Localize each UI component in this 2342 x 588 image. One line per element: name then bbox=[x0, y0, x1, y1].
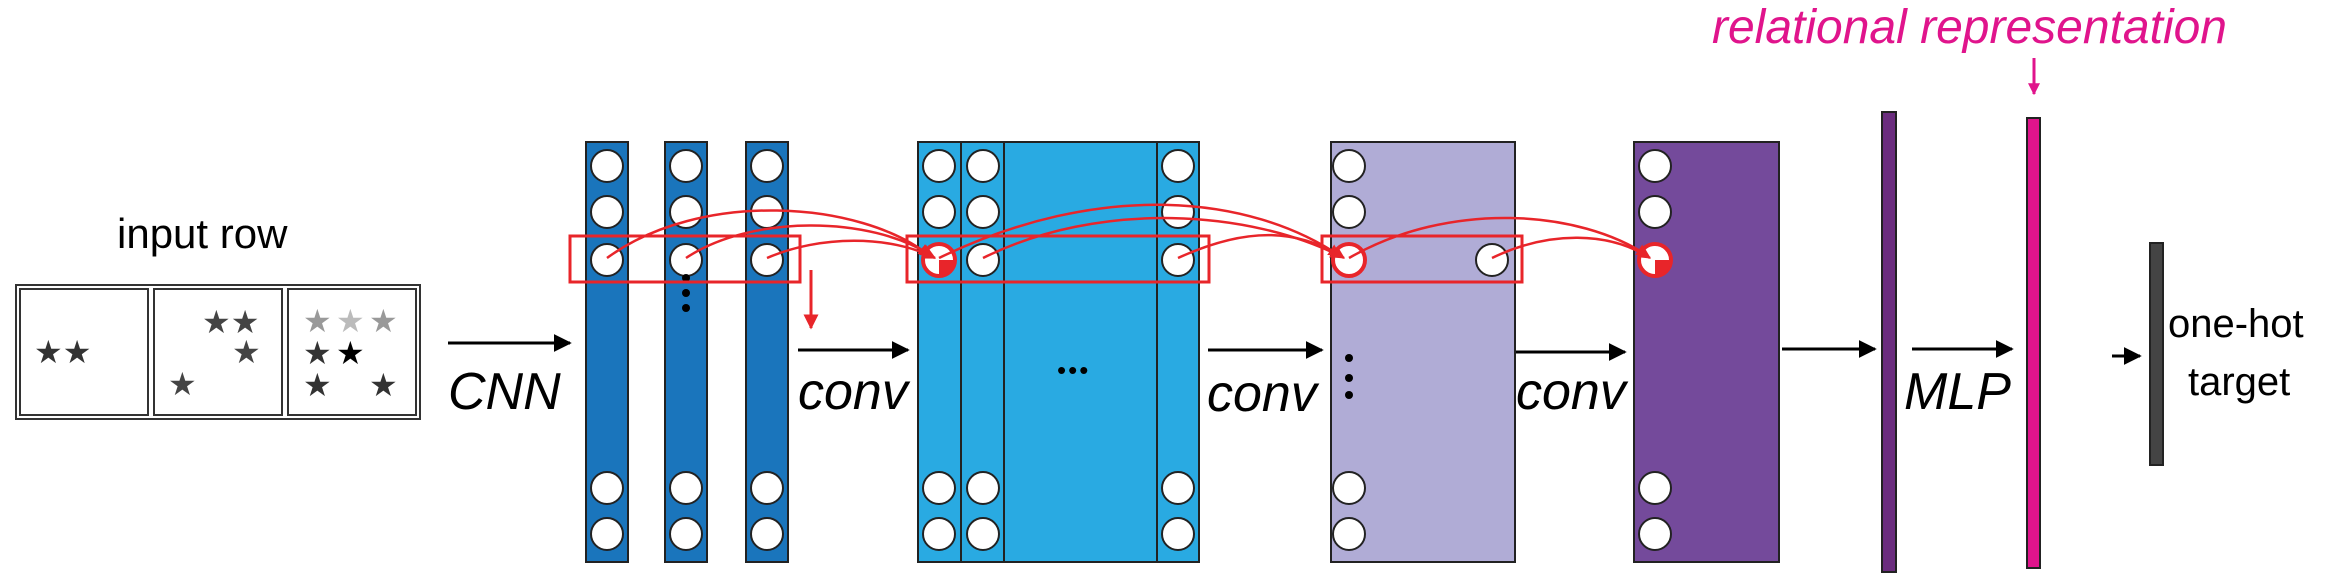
conv2-units bbox=[1332, 149, 1509, 551]
svg-text:★★: ★★ bbox=[34, 333, 91, 371]
conv1-ellipsis: ••• bbox=[1057, 355, 1091, 385]
mlp-label: MLP bbox=[1904, 363, 2011, 421]
conv3-highlighted-unit bbox=[1637, 242, 1673, 278]
svg-text:★: ★ bbox=[336, 334, 365, 372]
svg-text:★: ★ bbox=[232, 333, 261, 371]
conv2-highlighted-unit bbox=[1331, 242, 1367, 278]
one-hot-label: one-hot bbox=[2168, 302, 2304, 346]
conv2-dots bbox=[1345, 354, 1353, 399]
relational-representation-label: relational representation bbox=[1712, 1, 2227, 54]
svg-text:★: ★ bbox=[336, 302, 365, 340]
cnn-column-dots bbox=[682, 274, 690, 312]
conv1-units bbox=[922, 149, 1195, 551]
input-row-label: input row bbox=[117, 210, 288, 257]
svg-text:★: ★ bbox=[303, 366, 332, 404]
input-row-panels bbox=[15, 284, 421, 420]
relational-representation-layer bbox=[2026, 117, 2041, 569]
conv-label-3: conv bbox=[1516, 363, 1626, 421]
svg-text:★: ★ bbox=[303, 302, 332, 340]
svg-text:★: ★ bbox=[369, 366, 398, 404]
cnn-units bbox=[590, 149, 784, 551]
svg-text:★: ★ bbox=[168, 365, 197, 403]
svg-text:★★: ★★ bbox=[202, 303, 259, 341]
conv1-block bbox=[917, 141, 1200, 563]
target-layer bbox=[2149, 242, 2164, 466]
input-stars: ★★ ★★ ★ ★ ★ ★ ★ ★ ★ ★ ★ bbox=[34, 302, 398, 404]
receptive-field-boxes bbox=[568, 234, 1524, 284]
conv-label-1: conv bbox=[798, 363, 908, 421]
svg-text:★: ★ bbox=[303, 334, 332, 372]
receptive-field-connections bbox=[606, 203, 1652, 260]
svg-text:★: ★ bbox=[369, 302, 398, 340]
conv3-units bbox=[1638, 149, 1672, 551]
cnn-label: CNN bbox=[448, 363, 561, 421]
conv1-highlighted-unit bbox=[921, 242, 957, 278]
mlp-layer-1 bbox=[1881, 111, 1897, 573]
conv-label-2: conv bbox=[1207, 365, 1317, 423]
target-label: target bbox=[2188, 360, 2291, 404]
flow-arrows bbox=[448, 334, 2142, 365]
